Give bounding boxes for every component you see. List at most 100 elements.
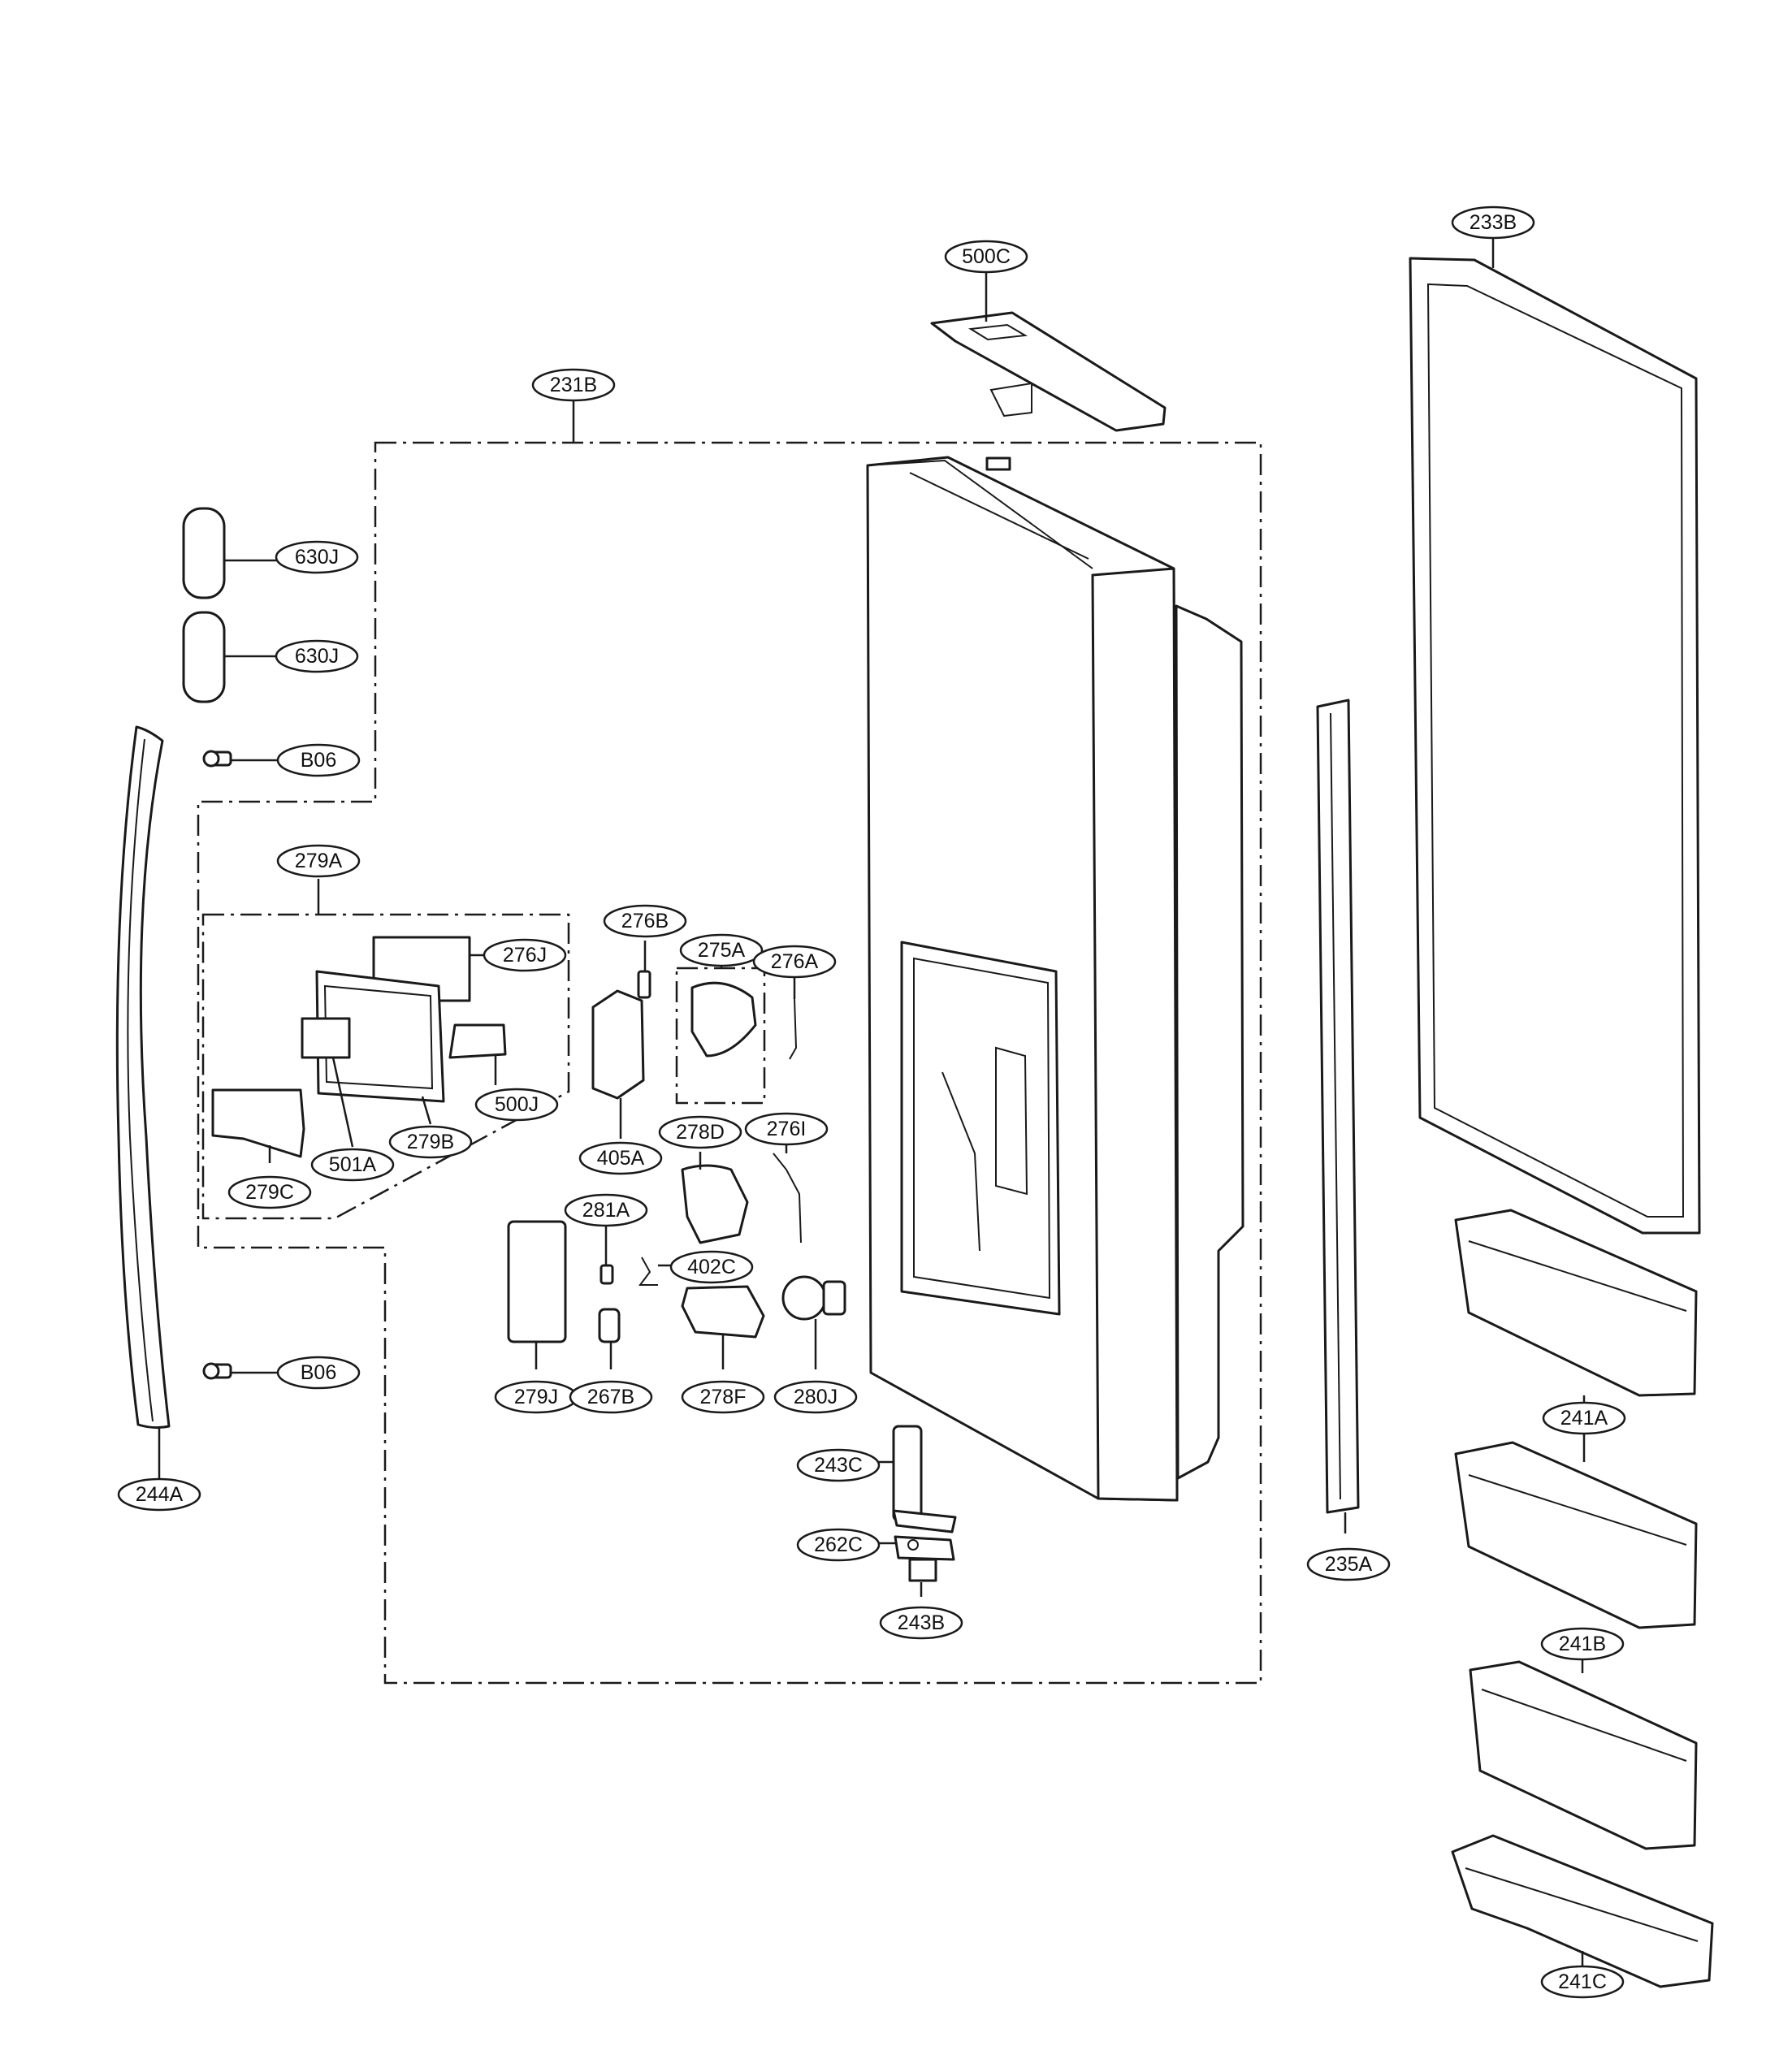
callout-label: 233B: [1470, 211, 1517, 234]
callout-276i: 276I: [744, 1112, 829, 1146]
callout-label: 231B: [550, 374, 597, 396]
assembly-231B-boundary: [197, 441, 1262, 1685]
part-278F-bracket: [681, 1285, 765, 1339]
callout-bubble: [483, 938, 567, 972]
part-241C-bin: [1451, 1834, 1714, 1988]
part-279J-button: [507, 1220, 567, 1343]
callout-278f: 278F: [681, 1380, 765, 1414]
part-243B-hinge-block: [908, 1558, 937, 1582]
callout-label: 243C: [814, 1454, 863, 1477]
callout-label: 630J: [295, 546, 339, 569]
callout-241a: 241A: [1542, 1401, 1626, 1435]
part-276B-pin: [637, 970, 651, 999]
callout-bubble: [944, 240, 1028, 274]
callout-bubble: [474, 1088, 559, 1122]
callout-402c: 402C: [669, 1250, 754, 1284]
callout-b06-b: B06: [276, 1356, 361, 1390]
callout-bubble: [1540, 1627, 1625, 1661]
callout-label: 241C: [1558, 1970, 1607, 1993]
callout-label: 500C: [962, 245, 1011, 268]
callout-label: B06: [301, 1361, 336, 1384]
part-280J-valve: [781, 1275, 846, 1321]
callout-bubble: [276, 844, 361, 878]
callout-label: 262C: [814, 1533, 863, 1556]
callout-label: 279B: [407, 1131, 454, 1153]
callout-267b: 267B: [569, 1380, 653, 1414]
callout-label: 279A: [295, 850, 343, 872]
part-235A-strip: [1316, 699, 1360, 1514]
part-281A-clip: [599, 1264, 614, 1285]
callout-bubble: [752, 945, 837, 979]
part-276I-wire: [773, 1153, 802, 1244]
callout-bubble: [276, 743, 361, 777]
part-B06-screw-upper: [202, 750, 232, 768]
callout-501a: 501A: [310, 1148, 395, 1182]
callout-bubble: [1451, 205, 1535, 240]
callout-label: 276A: [771, 950, 819, 973]
callout-label: 276I: [767, 1118, 807, 1140]
callout-500j: 500J: [474, 1088, 559, 1122]
assembly-275A-boundary: [675, 967, 766, 1105]
part-501A-bracket: [301, 1017, 351, 1059]
part-630J-clip-upper: [182, 507, 226, 599]
callout-bubble: [117, 1477, 201, 1512]
callout-bubble: [679, 933, 764, 967]
callout-280j: 280J: [773, 1380, 858, 1414]
callout-bubble: [310, 1148, 395, 1182]
callout-label: 279C: [245, 1181, 294, 1204]
callout-label: 241A: [1560, 1407, 1608, 1430]
callout-bubble: [578, 1141, 663, 1175]
callout-label: 278D: [676, 1121, 725, 1144]
part-243C-hinge-pin: [892, 1425, 957, 1533]
callout-bubble: [796, 1528, 881, 1562]
part-278D-housing: [681, 1164, 749, 1244]
callout-label: 402C: [687, 1256, 736, 1278]
callout-279b: 279B: [388, 1125, 473, 1159]
callout-label: B06: [301, 749, 336, 772]
callout-b06-a: B06: [276, 743, 361, 777]
callout-bubble: [388, 1125, 473, 1159]
callout-500c: 500C: [944, 240, 1028, 274]
callout-bubble: [276, 1356, 361, 1390]
part-279C-panel: [211, 1088, 305, 1158]
callout-bubble: [275, 540, 359, 574]
callout-label: 275A: [698, 939, 746, 962]
callout-label: 276J: [503, 944, 547, 967]
callout-241c: 241C: [1540, 1965, 1625, 1999]
callout-276j: 276J: [483, 938, 567, 972]
callout-278d: 278D: [658, 1115, 742, 1149]
part-276A-spring: [789, 998, 798, 1060]
part-B06-screw-lower: [202, 1362, 232, 1380]
callout-label: 281A: [582, 1199, 630, 1222]
part-241A-bin-upper: [1454, 1209, 1698, 1397]
callout-label: 500J: [495, 1093, 539, 1116]
callout-bubble: [744, 1112, 829, 1146]
part-241B-bin: [1469, 1660, 1698, 1850]
callout-label: 501A: [329, 1153, 377, 1176]
callout-bubble: [564, 1193, 648, 1227]
part-402C-spring: [638, 1257, 658, 1286]
part-630J-clip-lower: [182, 611, 226, 703]
callout-bubble: [796, 1448, 881, 1482]
callout-276b: 276B: [603, 904, 687, 938]
callout-label: 243B: [898, 1611, 945, 1634]
part-267B-spring: [598, 1308, 621, 1343]
callout-279j: 279J: [494, 1380, 578, 1414]
callout-label: 280J: [794, 1386, 838, 1408]
callout-label: 241B: [1559, 1633, 1606, 1655]
part-275A-lever: [690, 981, 757, 1058]
callout-279a: 279A: [276, 844, 361, 878]
callout-281a: 281A: [564, 1193, 648, 1227]
callout-label: 279J: [514, 1386, 558, 1408]
part-405A-actuator: [591, 989, 645, 1100]
callout-bubble: [879, 1606, 963, 1640]
callout-bubble: [773, 1380, 858, 1414]
callout-bubble: [531, 368, 616, 402]
callout-bubble: [1540, 1965, 1625, 1999]
callout-label: 405A: [597, 1147, 645, 1170]
callout-bubble: [569, 1380, 653, 1414]
callout-243c: 243C: [796, 1448, 881, 1482]
callout-bubble: [681, 1380, 765, 1414]
part-233B-door-gasket: [1409, 257, 1701, 1235]
